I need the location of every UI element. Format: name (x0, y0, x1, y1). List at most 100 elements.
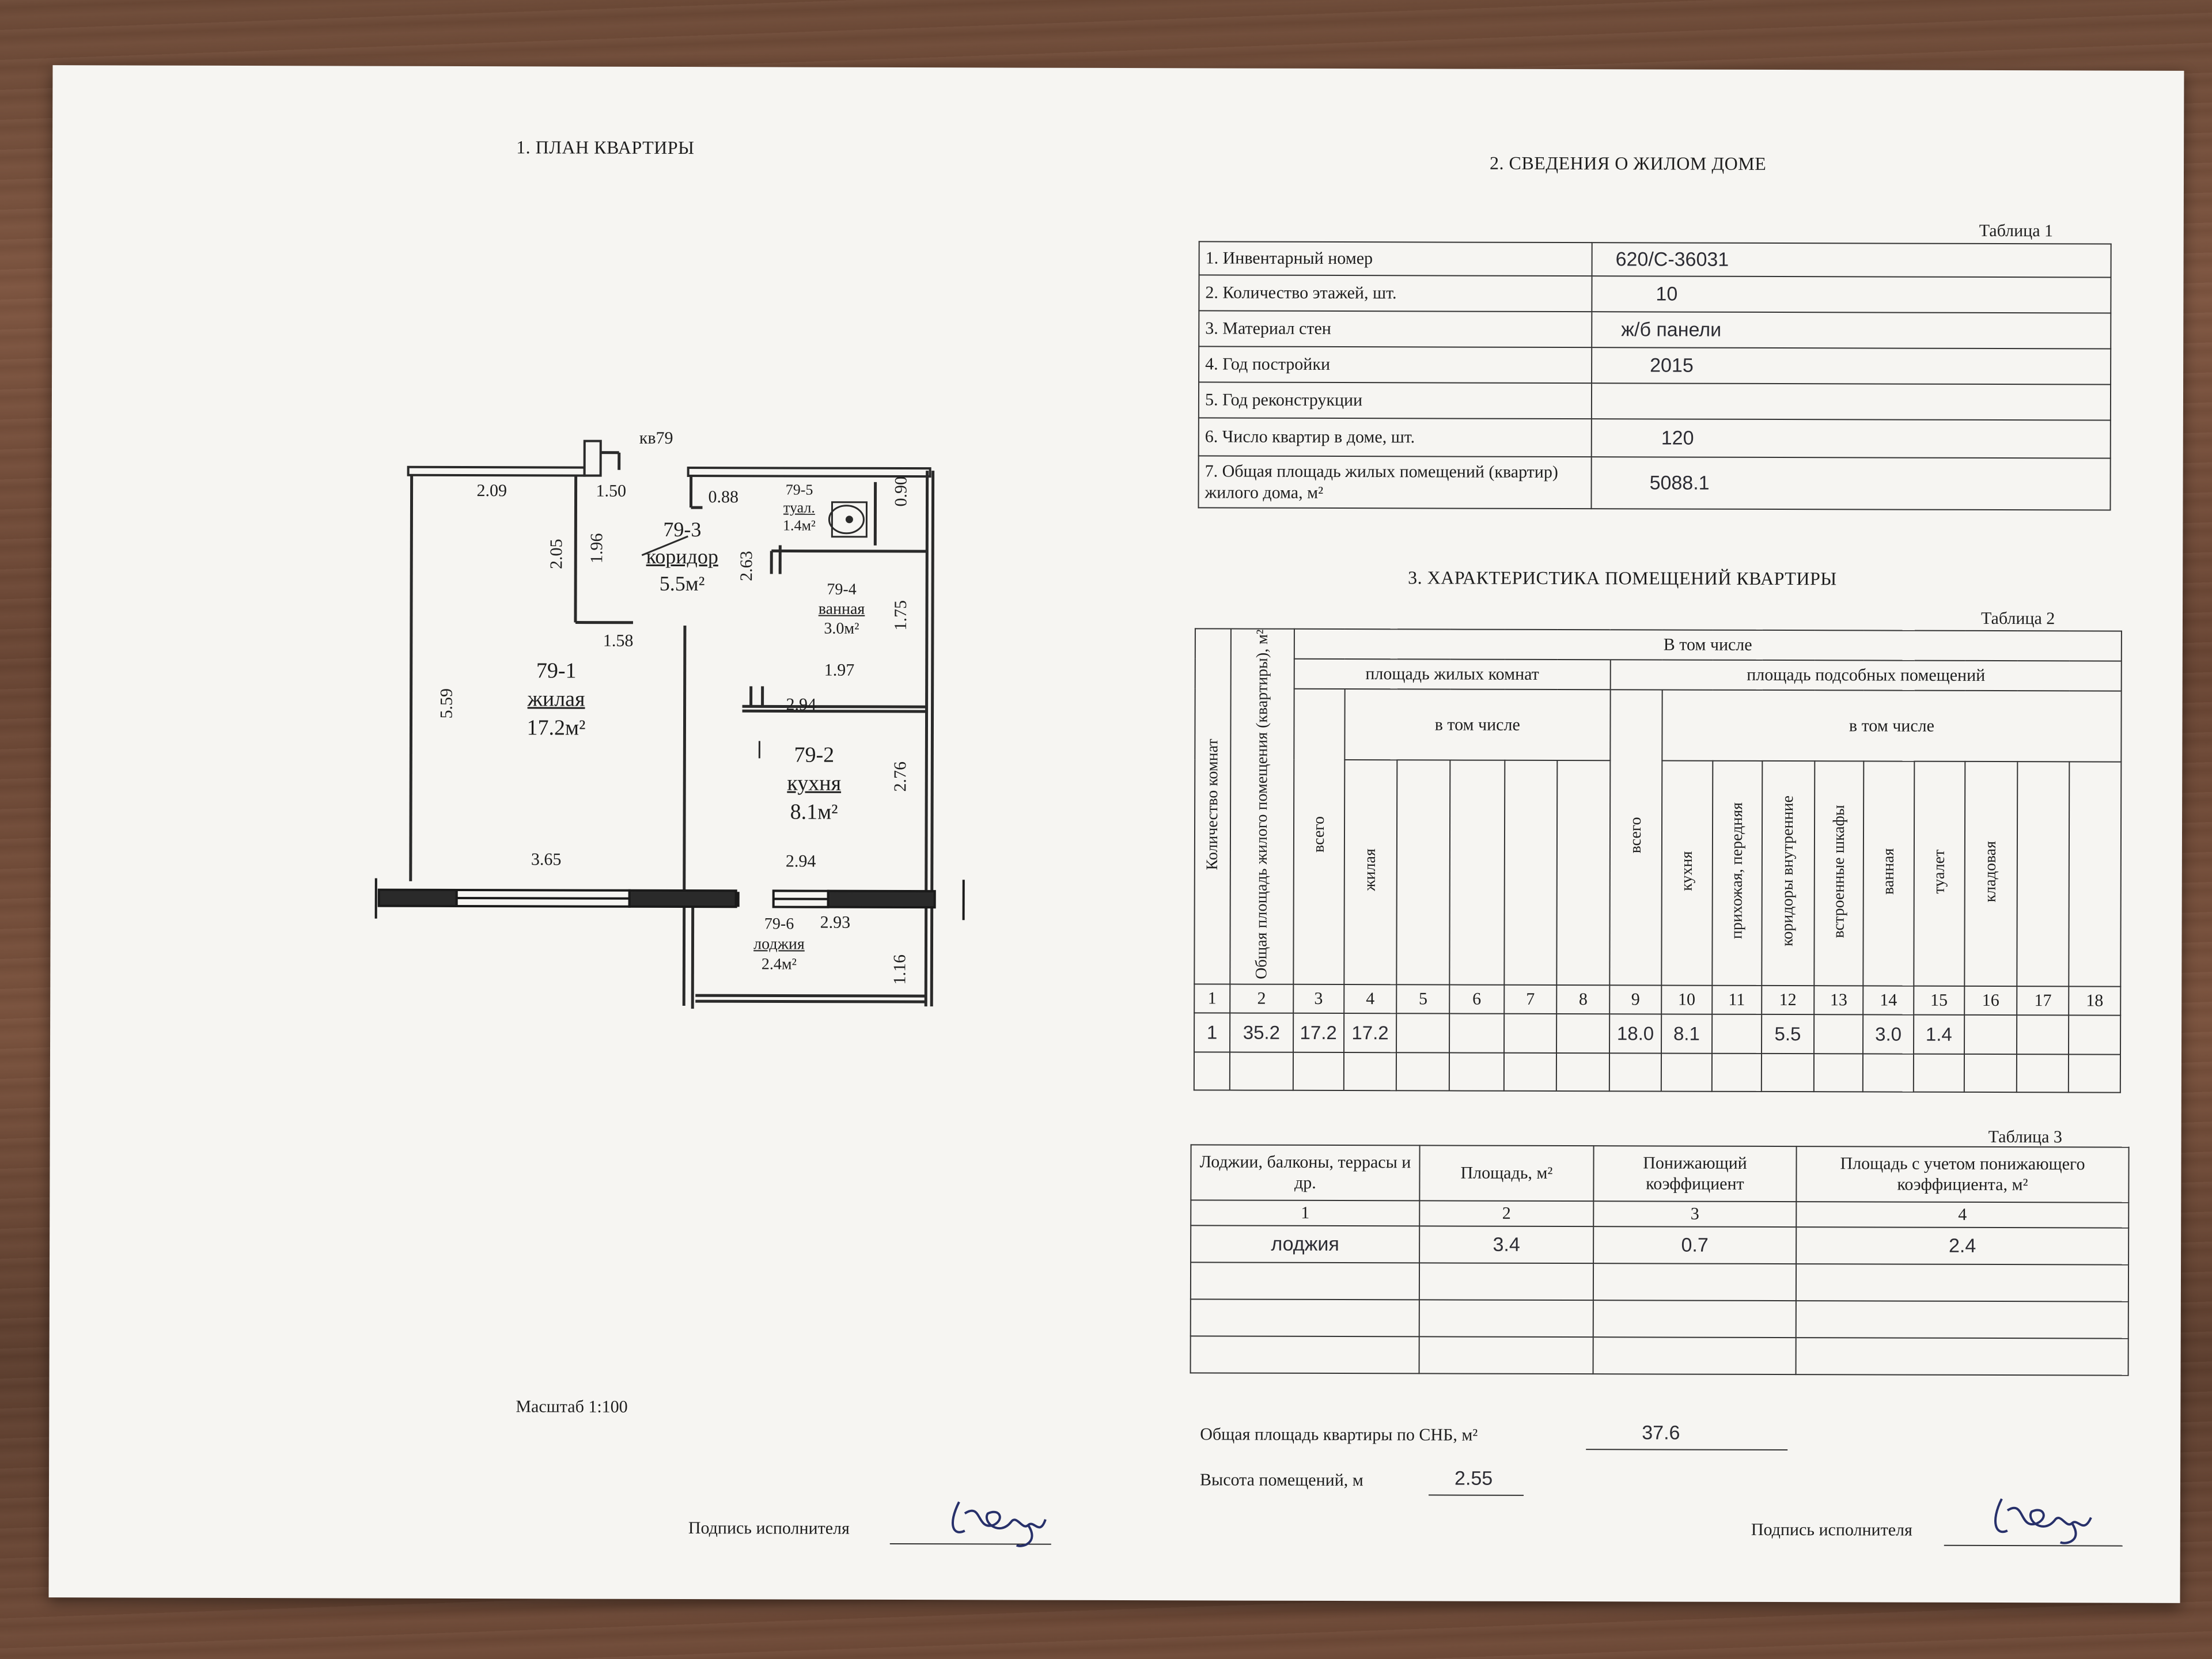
empty-cell (2068, 1054, 2121, 1093)
col-header: прихожая, передняя (1728, 802, 1746, 940)
cell (1711, 1014, 1762, 1054)
signature-scribble (951, 1501, 1047, 1547)
empty-cell (1913, 1054, 1964, 1092)
col-number: 13 (1814, 986, 1863, 1015)
room-name: жилая (527, 687, 585, 711)
total-area-value: 37.6 (1642, 1422, 1680, 1444)
row-label: 1. Инвентарный номер (1199, 241, 1592, 276)
table1-label: Таблица 1 (1979, 221, 2054, 241)
room-name: кухня (787, 771, 842, 796)
group-header: в том числе (1662, 690, 2122, 762)
room-id: 79-2 (794, 743, 835, 767)
apartment-number: кв79 (639, 428, 673, 448)
cell: лоджия (1191, 1225, 1420, 1263)
room-area: 8.1м² (790, 800, 838, 824)
group-header: площадь подсобных помещений (1610, 660, 2122, 691)
table3-label: Таблица 3 (1988, 1127, 2062, 1147)
loggia-table: Лоджии, балконы, террасы и др. Площадь, … (1190, 1144, 2130, 1376)
group-header: В том числе (1294, 628, 2122, 661)
col-header: ванная (1879, 848, 1897, 895)
col-header: туалет (1930, 849, 1948, 894)
dim-label: 5.59 (437, 688, 456, 719)
room-toilet: 79-5 туал. 1.4м² (776, 480, 822, 535)
cell: 8.1 (1661, 1014, 1712, 1054)
room-loggia: 79-6 лоджия 2.4м² (741, 914, 816, 974)
room-id: 79-4 (827, 580, 857, 599)
col-number: 17 (2017, 986, 2069, 1016)
dim-label: 2.09 (476, 481, 507, 501)
empty-cell (1556, 1053, 1610, 1092)
signature-label: Подпись исполнителя (1751, 1520, 1912, 1540)
col-number: 4 (1343, 984, 1397, 1014)
cell (2069, 1015, 2121, 1055)
empty-cell (1503, 1052, 1557, 1092)
cell: 2.4 (1796, 1227, 2129, 1265)
dim-label: 1.96 (587, 533, 607, 564)
row-label: 6. Число квартир в доме, шт. (1198, 418, 1592, 457)
room-name: туал. (783, 499, 815, 516)
row-label: 2. Количество этажей, шт. (1199, 275, 1592, 312)
empty-cell (1194, 1052, 1230, 1090)
cell: 0.7 (1593, 1226, 1797, 1264)
cell: 18.0 (1609, 1014, 1662, 1054)
col-header: коридоры внутренние (1778, 796, 1797, 947)
empty-cell (1449, 1052, 1504, 1091)
dim-label: 2.94 (785, 851, 816, 871)
room-id: 79-3 (663, 517, 702, 541)
col-header: жилая (1361, 849, 1380, 892)
row-label: 3. Материал стен (1199, 310, 1592, 348)
empty-cell (1229, 1052, 1293, 1090)
room-area: 5.5м² (659, 571, 705, 595)
table2-label: Таблица 2 (1980, 608, 2055, 628)
col-number: 3 (1293, 984, 1344, 1014)
col-number: 11 (1711, 985, 1762, 1015)
col-number: 16 (1964, 986, 2017, 1016)
col-header: Понижающий коэффициент (1593, 1146, 1797, 1202)
empty-cell (1814, 1054, 1863, 1092)
room-name: коридор (646, 544, 718, 568)
room-living: 79-1 жилая 17.2м² (501, 657, 611, 743)
col-number: 12 (1761, 986, 1815, 1015)
cell: 3.0 (1863, 1014, 1914, 1054)
row-value: 5088.1 (1591, 457, 2111, 510)
cell: 17.2 (1293, 1013, 1344, 1053)
building-title: 2. СВЕДЕНИЯ О ЖИЛОМ ДОМЕ (1490, 152, 1767, 174)
group-header: в том числе (1344, 689, 1611, 761)
room-area: 2.4м² (761, 955, 797, 974)
row-value: 120 (1591, 419, 2111, 459)
dim-label: 2.76 (891, 761, 910, 792)
floor-plan (374, 440, 965, 1009)
col-number: 2 (1230, 984, 1293, 1013)
room-area: 1.4м² (782, 517, 816, 535)
dim-label: 3.65 (531, 850, 562, 869)
dim-label: 0.90 (891, 476, 911, 507)
row-label: 4. Год постройки (1199, 346, 1592, 384)
col-number: 6 (1449, 984, 1505, 1014)
room-id: 79-5 (785, 481, 813, 498)
col-number: 1 (1191, 1200, 1420, 1226)
dim-label: 2.63 (737, 551, 756, 581)
row-value: 620/С-36031 (1592, 243, 2111, 278)
col-number: 5 (1396, 984, 1450, 1014)
col-number: 1 (1194, 984, 1230, 1013)
col-number: 7 (1503, 984, 1557, 1014)
cell: 17.2 (1343, 1013, 1397, 1053)
room-name: лоджия (753, 935, 805, 953)
col-header: встроенные шкафы (1830, 804, 1848, 938)
cell (1503, 1013, 1557, 1054)
total-area-line (1586, 1449, 1788, 1451)
col-number: 14 (1863, 986, 1914, 1015)
col-header: кладовая (1982, 840, 2000, 903)
document-sheet: 1. ПЛАН КВАРТИРЫ (48, 65, 2184, 1603)
height-value: 2.55 (1455, 1467, 1493, 1490)
empty-cell (1661, 1053, 1712, 1092)
cell: 35.2 (1229, 1013, 1293, 1052)
dim-label: 1.58 (603, 631, 634, 650)
row-value: 2015 (1592, 347, 2111, 385)
col-header: Площадь, м² (1419, 1145, 1594, 1202)
cell (1964, 1014, 2017, 1055)
group-header: площадь жилых комнат (1294, 658, 1611, 690)
col-header: Количество комнат (1203, 738, 1222, 870)
row-value: ж/б панели (1592, 312, 2111, 349)
